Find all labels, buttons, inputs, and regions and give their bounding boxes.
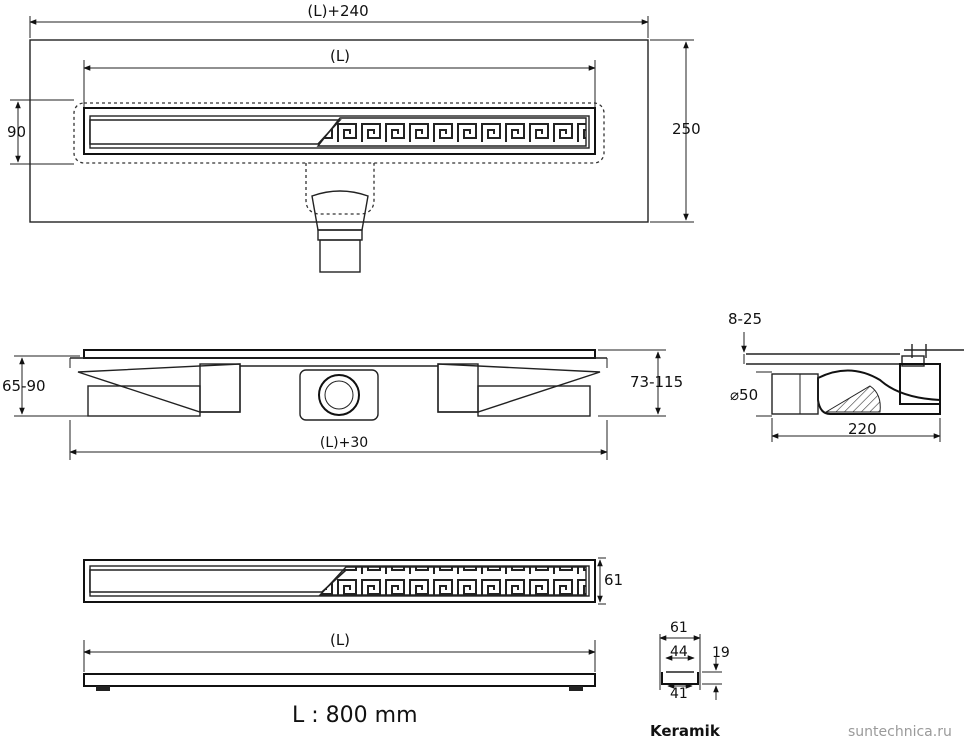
watermark: suntechnica.ru bbox=[848, 724, 952, 740]
side-view: 65-90 73-115 (L)+30 bbox=[2, 349, 683, 460]
left-height-label: 65-90 bbox=[2, 377, 46, 395]
profile-inner-bottom-label: 41 bbox=[670, 686, 688, 702]
section-outlet-pipe bbox=[771, 373, 819, 415]
adjust-range-label: 8-25 bbox=[728, 310, 762, 328]
grate-width-label: 61 bbox=[604, 571, 623, 589]
grate-greek-key bbox=[318, 566, 587, 596]
outlet-diameter-label: ⌀50 bbox=[730, 386, 758, 404]
outlet-pipe bbox=[319, 239, 361, 273]
left-support bbox=[77, 363, 241, 413]
channel-length-label: (L) bbox=[330, 47, 350, 65]
profile-inner-top-label: 44 bbox=[670, 644, 688, 660]
profile-detail: 61 44 41 19 Keramik bbox=[650, 620, 730, 740]
plate-height-label: 250 bbox=[672, 120, 701, 138]
grate-view: 61 bbox=[83, 557, 623, 605]
mounting-plate bbox=[29, 39, 649, 223]
grate-frame bbox=[83, 559, 596, 603]
profile-name-label: Keramik bbox=[650, 722, 721, 740]
side-length-label: (L)+30 bbox=[320, 435, 368, 451]
length-value-label: L : 800 mm bbox=[292, 703, 418, 728]
overall-width-label: (L)+240 bbox=[307, 2, 368, 20]
greek-key-grate bbox=[316, 117, 587, 147]
drain-channel bbox=[83, 107, 596, 155]
section-view: 8-25 ⌀50 220 bbox=[728, 310, 964, 442]
flange-outline bbox=[73, 102, 605, 164]
flange-width-label: 90 bbox=[7, 123, 26, 141]
bottom-view: (L) L : 800 mm bbox=[83, 630, 596, 728]
grate-profile-bar bbox=[83, 673, 596, 687]
bottom-length-label: (L) bbox=[330, 631, 350, 649]
center-outlet bbox=[299, 369, 379, 421]
right-height-label: 73-115 bbox=[630, 373, 683, 391]
right-support bbox=[437, 363, 601, 413]
section-depth-label: 220 bbox=[848, 420, 877, 438]
profile-height-label: 19 bbox=[712, 645, 730, 661]
top-view: (L)+240 (L) 250 90 bbox=[7, 2, 701, 273]
profile-outer-width-label: 61 bbox=[670, 620, 688, 636]
